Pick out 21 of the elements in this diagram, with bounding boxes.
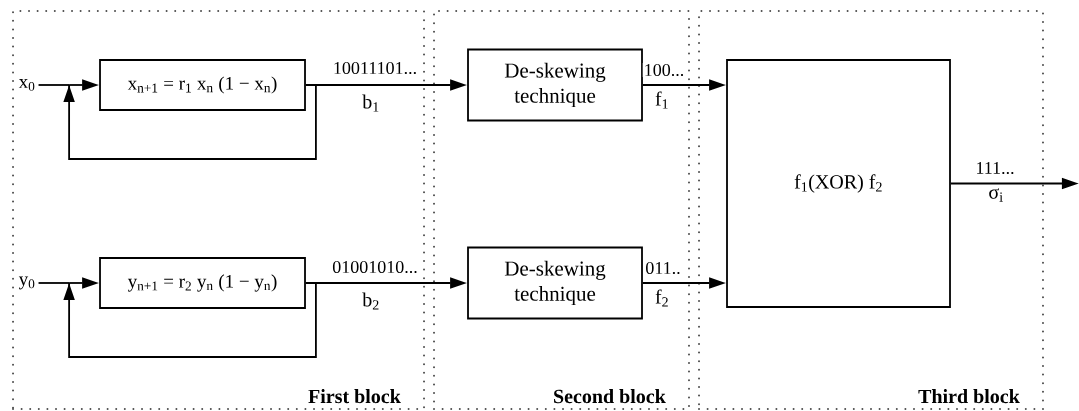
connector-line bbox=[37, 84, 70, 86]
connector-line bbox=[37, 282, 70, 284]
signal-label: f$_{2}$ bbox=[655, 289, 668, 307]
signal-label: σ$_{i}$ bbox=[989, 188, 1003, 202]
process-box: De-skewing technique bbox=[467, 48, 643, 122]
feedback-arrow bbox=[63, 282, 317, 358]
edge-label: 111... bbox=[974, 160, 1016, 176]
edge-label: 100... bbox=[642, 62, 686, 78]
operation-box: f$_{1}$(XOR) f$_{2}$ bbox=[726, 59, 951, 308]
signal-label: f$_{1}$ bbox=[655, 91, 668, 109]
edge-label: 01001010... bbox=[331, 259, 419, 275]
signal-label: b$_{1}$ bbox=[362, 94, 379, 112]
input-label: y$_{0}$ bbox=[18, 276, 35, 290]
edge-label: 10011101... bbox=[331, 60, 419, 76]
equation-box: x$_{n+1}$ = r$_{1}$ x$_{n}$ (1 − x$_{n}$) bbox=[99, 59, 306, 111]
process-box: De-skewing technique bbox=[467, 246, 643, 320]
feedback-arrow bbox=[63, 84, 317, 160]
edge-label: 011.. bbox=[644, 260, 682, 276]
input-label: x$_{0}$ bbox=[18, 79, 35, 91]
signal-label: b$_{2}$ bbox=[362, 292, 379, 310]
equation-box: y$_{n+1}$ = r$_{2}$ y$_{n}$ (1 − y$_{n}$) bbox=[99, 257, 306, 309]
